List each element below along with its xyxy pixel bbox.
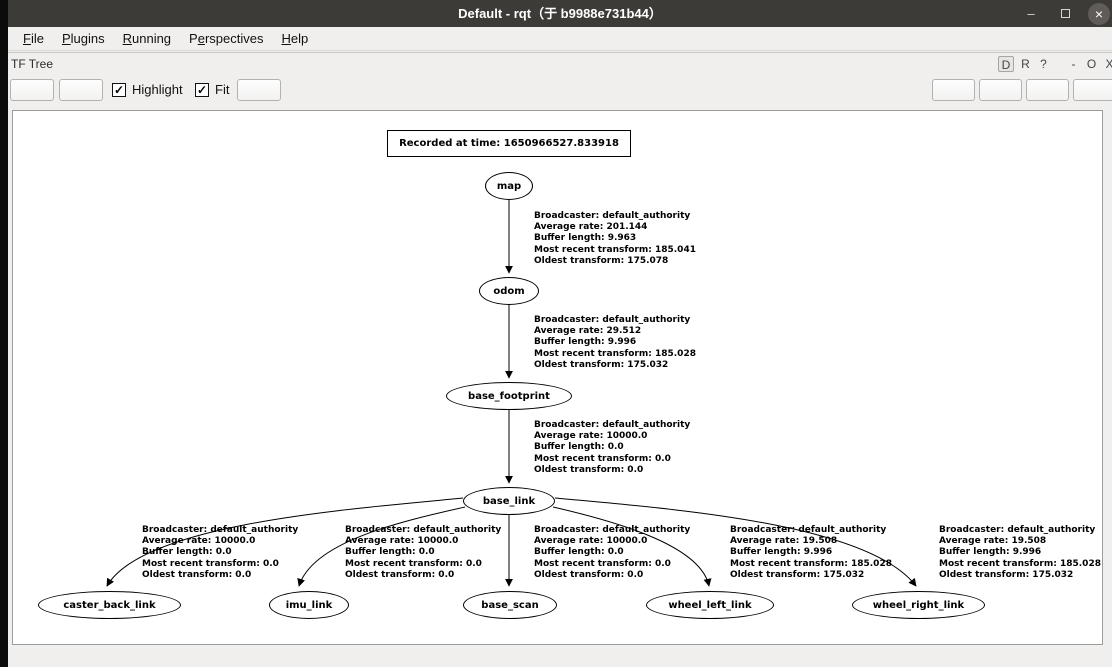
edge-label-base_link-wheel_left_link: Broadcaster: default_authority Average r…	[730, 525, 892, 580]
toolbar-button-2[interactable]	[59, 79, 103, 101]
edge-base_link-imu_link	[297, 506, 466, 587]
panel-help-button[interactable]: ?	[1040, 57, 1047, 71]
close-button[interactable]: ×	[1088, 2, 1110, 25]
recorded-time-text: Recorded at time: 1650966527.833918	[399, 138, 619, 149]
panel-minimize-button[interactable]: -	[1071, 57, 1076, 71]
panel-dock-button[interactable]: D	[998, 56, 1014, 72]
maximize-button[interactable]	[1054, 3, 1076, 25]
recorded-time-box: Recorded at time: 1650966527.833918	[387, 130, 631, 157]
node-map: map	[485, 172, 533, 200]
minimize-icon: –	[1027, 6, 1035, 21]
panel-buttons: D R ? - O X	[998, 53, 1112, 75]
node-imu_link: imu_link	[269, 591, 349, 619]
toolbar-right-button-2[interactable]	[979, 79, 1022, 101]
node-base_footprint: base_footprint	[446, 382, 572, 410]
edge-label-odom-base_footprint: Broadcaster: default_authority Average r…	[534, 315, 696, 370]
node-caster_back_link: caster_back_link	[38, 591, 181, 619]
edge-base_link-caster_back_link	[106, 497, 464, 587]
menubar: File Plugins Running Perspectives Help	[8, 27, 1112, 51]
edge-label-base_footprint-base_link: Broadcaster: default_authority Average r…	[534, 420, 691, 475]
edge-label-map-odom: Broadcaster: default_authority Average r…	[534, 211, 696, 266]
fit-label: Fit	[215, 82, 230, 97]
titlebar[interactable]: Default - rqt（于 b9988e731b44） – ×	[8, 0, 1112, 27]
fit-checkbox-group: ✓ Fit	[195, 82, 229, 97]
toolbar: ✓ Highlight ✓ Fit	[8, 74, 1112, 106]
window-title: Default - rqt（于 b9988e731b44）	[458, 6, 662, 21]
highlight-checkbox[interactable]: ✓	[112, 82, 126, 97]
tf-tree-canvas[interactable]: Recorded at time: 1650966527.833918 map …	[12, 110, 1103, 645]
menu-file[interactable]: File	[23, 30, 44, 46]
panel-reload-button[interactable]: R	[1021, 57, 1030, 71]
menu-running[interactable]: Running	[122, 30, 172, 46]
panel-float-button[interactable]: O	[1086, 57, 1097, 71]
node-base_link: base_link	[463, 487, 555, 515]
minimize-button[interactable]: –	[1020, 3, 1042, 25]
window-controls: – ×	[1020, 0, 1110, 27]
panel-title: TF Tree	[11, 56, 54, 71]
edge-label-base_link-base_scan: Broadcaster: default_authority Average r…	[534, 525, 691, 580]
close-icon: ×	[1094, 5, 1104, 22]
highlight-checkbox-group: ✓ Highlight	[112, 82, 183, 97]
toolbar-button-1[interactable]	[10, 79, 54, 101]
edge-label-base_link-wheel_right_link: Broadcaster: default_authority Average r…	[939, 525, 1101, 580]
node-wheel_left_link: wheel_left_link	[646, 591, 774, 619]
rqt-window: Default - rqt（于 b9988e731b44） – × File P…	[8, 0, 1112, 667]
menu-perspectives[interactable]: Perspectives	[189, 30, 264, 46]
maximize-icon	[1060, 9, 1070, 18]
highlight-label: Highlight	[132, 82, 183, 97]
edge-base_link-wheel_right_link	[554, 497, 917, 587]
menu-plugins[interactable]: Plugins	[61, 30, 105, 46]
toolbar-right-button-4[interactable]	[1073, 79, 1112, 101]
node-wheel_right_link: wheel_right_link	[852, 591, 985, 619]
node-base_scan: base_scan	[463, 591, 557, 619]
toolbar-button-3[interactable]	[237, 79, 281, 101]
node-odom: odom	[479, 277, 539, 305]
menu-help[interactable]: Help	[281, 30, 309, 46]
edge-label-base_link-caster_back_link: Broadcaster: default_authority Average r…	[142, 525, 299, 580]
check-icon: ✓	[196, 82, 208, 97]
check-icon: ✓	[113, 82, 125, 97]
tf-tree-edges	[106, 200, 917, 587]
toolbar-right-button-1[interactable]	[932, 79, 975, 101]
panel-header: TF Tree D R ? - O X	[8, 52, 1112, 74]
toolbar-right-button-3[interactable]	[1026, 79, 1069, 101]
edge-label-base_link-imu_link: Broadcaster: default_authority Average r…	[345, 525, 502, 580]
fit-checkbox[interactable]: ✓	[195, 82, 209, 97]
panel-close-button[interactable]: X	[1105, 57, 1112, 71]
edge-base_link-wheel_left_link	[552, 506, 712, 587]
